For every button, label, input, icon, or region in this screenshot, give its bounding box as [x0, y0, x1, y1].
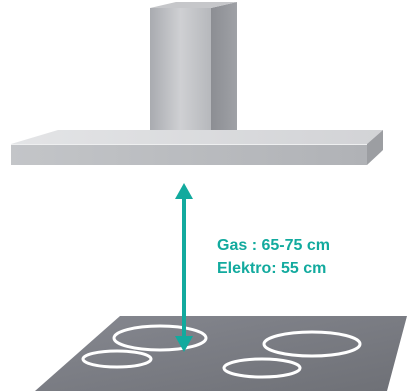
chimney-front	[150, 8, 211, 145]
chimney-top	[150, 2, 237, 8]
electric-clearance-label: Elektro: 55 cm	[217, 260, 327, 277]
arrow-head-up	[175, 183, 193, 199]
burner-front-right	[222, 357, 302, 379]
canopy-front	[11, 144, 367, 165]
cooktop	[35, 316, 407, 391]
distance-arrow	[175, 183, 193, 352]
chimney-side	[211, 2, 237, 145]
hood-canopy	[11, 130, 383, 165]
cooktop-surface	[35, 316, 407, 391]
hood-chimney	[150, 2, 237, 145]
burner-front-left	[81, 349, 153, 369]
canopy-top	[11, 130, 383, 144]
gas-clearance-label: Gas : 65-75 cm	[217, 237, 330, 254]
burner-back-right	[262, 330, 362, 358]
canopy-side	[367, 130, 383, 165]
arrow-head-down	[175, 336, 193, 352]
burner-back-left	[112, 324, 208, 352]
